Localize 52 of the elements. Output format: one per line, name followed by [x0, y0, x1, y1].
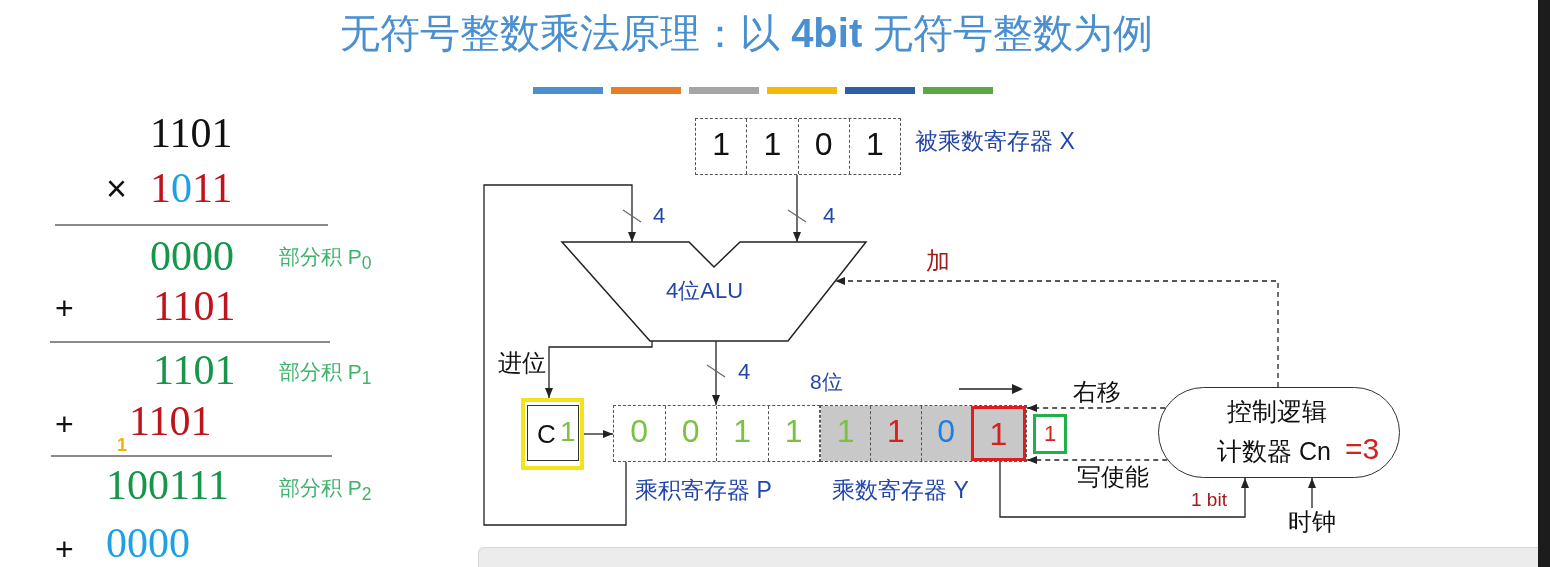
arrow [712, 340, 720, 406]
carry-flag-box [521, 398, 584, 470]
bit-cell: 1 [970, 406, 1026, 461]
arithmetic-number: 1101 [150, 112, 233, 154]
arithmetic-number: 100111 [106, 464, 229, 506]
handwritten-note: =3 [1345, 434, 1380, 464]
bit-width-label: 8位 [810, 371, 843, 392]
bit-cell: 0 [920, 406, 971, 461]
register-name: 被乘数寄存器 X [915, 128, 1075, 155]
register-name: 乘数寄存器 Y [832, 477, 969, 504]
arithmetic-number: 1101 [153, 285, 236, 327]
handwritten-digit: 1 [1044, 423, 1057, 445]
dashed-arrow [1026, 456, 1168, 464]
counter-label: 计数器 Cn [1217, 439, 1331, 464]
carry-digit: 1 [117, 436, 127, 454]
edge-label: 进位 [497, 350, 547, 376]
bit-cell: 1 [870, 406, 921, 461]
unit-title: 控制逻辑 [1227, 399, 1327, 424]
operator-sign: + [55, 533, 74, 565]
alu-label: 4位ALU [666, 280, 744, 302]
partial-product-label: 部分积 P$_{1}$ [279, 361, 372, 388]
operator-sign: + [55, 292, 74, 324]
register-name: 乘积寄存器 P [635, 477, 772, 504]
slide-title: 无符号整数乘法原理：以 4bit 无符号整数为例 [340, 10, 1154, 56]
bit-cell: 1 [821, 406, 871, 461]
arithmetic-number: 0000 [106, 522, 190, 564]
arrow [999, 461, 1249, 518]
operator-sign: + [55, 408, 74, 440]
operator-sign: × [106, 171, 128, 207]
dashed-arrow [1026, 404, 1166, 412]
handwritten-digit: 1 [560, 418, 576, 446]
register [695, 118, 901, 175]
edge-label: 右移 [1072, 379, 1122, 405]
register [613, 405, 820, 462]
edge-label: 写使能 [1076, 464, 1150, 490]
signal-label: 时钟 [1288, 508, 1336, 536]
register [820, 405, 1027, 462]
arrow [545, 340, 653, 399]
edge-label: 加 [925, 248, 951, 274]
flag-letter: C [537, 421, 556, 447]
arrow [583, 430, 614, 438]
arithmetic-number: 1101 [129, 400, 212, 442]
arithmetic-number: 1101 [153, 349, 236, 391]
arithmetic-number: 0000 [150, 235, 234, 277]
partial-product-label: 部分积 P$_{2}$ [279, 477, 372, 504]
arrow [483, 184, 636, 526]
arithmetic-number: 1011 [150, 167, 233, 209]
highlight-box [1033, 414, 1067, 454]
partial-product-label: 部分积 P$_{0}$ [279, 246, 372, 273]
arrow [793, 174, 801, 243]
alu-block [562, 242, 866, 341]
arrow [1308, 477, 1316, 509]
